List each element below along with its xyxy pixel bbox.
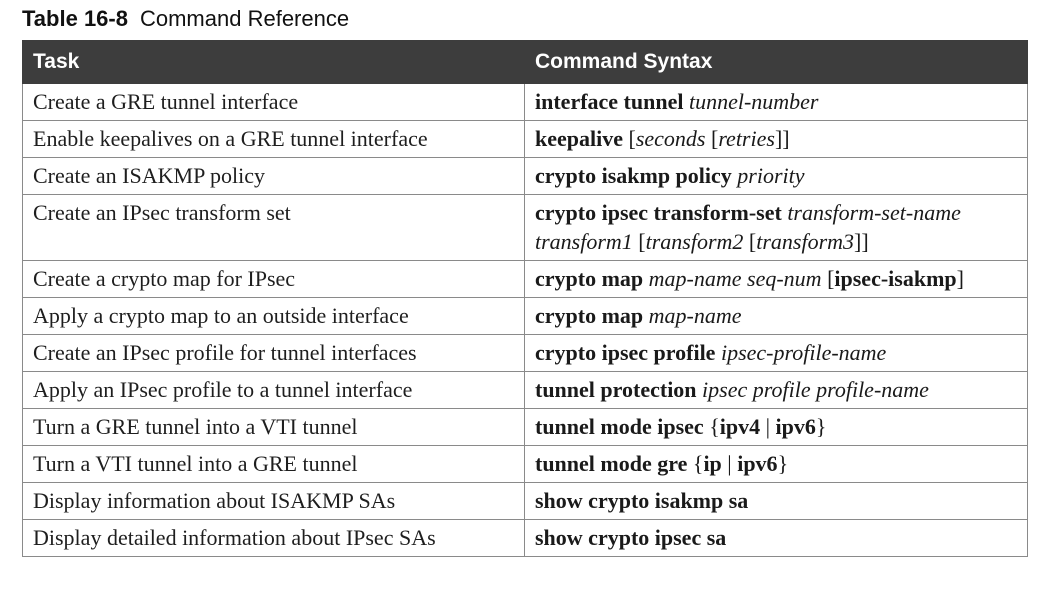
command-keyword: ipv6 [737, 451, 778, 476]
command-keyword: keepalive [535, 126, 623, 151]
command-syntax-cell: interface tunnel tunnel-number [524, 83, 1028, 121]
command-keyword: interface tunnel [535, 89, 684, 114]
command-syntax-cell: crypto ipsec transform-set transform-set… [524, 194, 1028, 261]
command-argument: ipsec profile profile-name [702, 377, 929, 402]
task-cell: Apply an IPsec profile to a tunnel inter… [22, 371, 525, 409]
task-cell: Display information about ISAKMP SAs [22, 482, 525, 520]
table-row: Display detailed information about IPsec… [22, 519, 1028, 557]
command-syntax-cell: tunnel protection ipsec profile profile-… [524, 371, 1028, 409]
command-syntax-cell: crypto map map-name [524, 297, 1028, 335]
table-header-row: Task Command Syntax [22, 40, 1028, 84]
command-punctuation: [ [623, 126, 636, 151]
command-keyword: crypto map [535, 266, 644, 291]
table-row: Enable keepalives on a GRE tunnel interf… [22, 120, 1028, 158]
command-keyword: ip [703, 451, 722, 476]
table-title: Command Reference [139, 6, 350, 31]
task-cell: Create an IPsec profile for tunnel inter… [22, 334, 525, 372]
command-syntax-cell: show crypto isakmp sa [524, 482, 1028, 520]
command-syntax-cell: keepalive [seconds [retries]] [524, 120, 1028, 158]
command-argument: transform3 [756, 229, 855, 254]
task-cell: Create an IPsec transform set [22, 194, 525, 261]
command-argument: map-name [648, 303, 742, 328]
command-argument: transform2 [645, 229, 744, 254]
command-argument: tunnel-number [688, 89, 819, 114]
command-punctuation: { [703, 414, 720, 439]
command-keyword: show crypto ipsec sa [535, 525, 727, 550]
table-row: Display information about ISAKMP SAs show… [22, 482, 1028, 520]
command-argument: priority [737, 163, 805, 188]
command-punctuation: [ [632, 229, 646, 254]
command-keyword: ipv4 [719, 414, 761, 439]
task-cell: Display detailed information about IPsec… [22, 519, 525, 557]
command-punctuation: ]] [774, 126, 790, 151]
command-syntax-cell: tunnel mode ipsec {ipv4 | ipv6} [524, 408, 1028, 446]
table-number: Table 16-8 [22, 6, 128, 31]
command-punctuation: | [721, 451, 738, 476]
command-reference-table: Task Command Syntax Create a GRE tunnel … [22, 40, 1028, 557]
command-keyword: ipsec-isakmp [834, 266, 957, 291]
task-cell: Enable keepalives on a GRE tunnel interf… [22, 120, 525, 158]
task-cell: Turn a VTI tunnel into a GRE tunnel [22, 445, 525, 483]
table-row: Apply an IPsec profile to a tunnel inter… [22, 371, 1028, 409]
table-caption: Table 16-8 Command Reference [22, 6, 349, 32]
command-argument: map-name seq-num [648, 266, 822, 291]
table-row: Create an IPsec profile for tunnel inter… [22, 334, 1028, 372]
command-keyword: crypto isakmp policy [535, 163, 732, 188]
command-argument: seconds [635, 126, 706, 151]
command-syntax-cell: tunnel mode gre {ip | ipv6} [524, 445, 1028, 483]
command-keyword: ipv6 [775, 414, 816, 439]
column-header-task: Task [22, 40, 525, 84]
command-syntax-cell: crypto isakmp policy priority [524, 157, 1028, 195]
column-header-syntax: Command Syntax [524, 40, 1028, 84]
command-keyword: crypto map [535, 303, 644, 328]
command-argument: transform-set-name transform1 [535, 200, 961, 254]
command-punctuation: [ [821, 266, 835, 291]
command-punctuation: ]] [854, 229, 869, 254]
command-punctuation: [ [705, 126, 719, 151]
command-keyword: show crypto isakmp sa [535, 488, 749, 513]
command-punctuation: [ [743, 229, 757, 254]
table-row: Apply a crypto map to an outside interfa… [22, 297, 1028, 335]
task-cell: Apply a crypto map to an outside interfa… [22, 297, 525, 335]
command-syntax-cell: crypto ipsec profile ipsec-profile-name [524, 334, 1028, 372]
command-punctuation: { [687, 451, 704, 476]
task-cell: Create a crypto map for IPsec [22, 260, 525, 298]
command-punctuation: } [777, 451, 789, 476]
command-keyword: tunnel protection [535, 377, 697, 402]
command-syntax-cell: show crypto ipsec sa [524, 519, 1028, 557]
command-punctuation: | [760, 414, 776, 439]
command-argument: retries [718, 126, 775, 151]
command-argument: ipsec-profile-name [720, 340, 887, 365]
command-punctuation: } [815, 414, 827, 439]
task-cell: Create a GRE tunnel interface [22, 83, 525, 121]
command-punctuation: ] [956, 266, 964, 291]
command-keyword: tunnel mode gre [535, 451, 688, 476]
command-keyword: crypto ipsec profile [535, 340, 716, 365]
command-syntax-cell: crypto map map-name seq-num [ipsec-isakm… [524, 260, 1028, 298]
command-keyword: crypto ipsec transform-set [535, 200, 782, 225]
task-cell: Turn a GRE tunnel into a VTI tunnel [22, 408, 525, 446]
command-keyword: tunnel mode ipsec [535, 414, 704, 439]
task-cell: Create an ISAKMP policy [22, 157, 525, 195]
